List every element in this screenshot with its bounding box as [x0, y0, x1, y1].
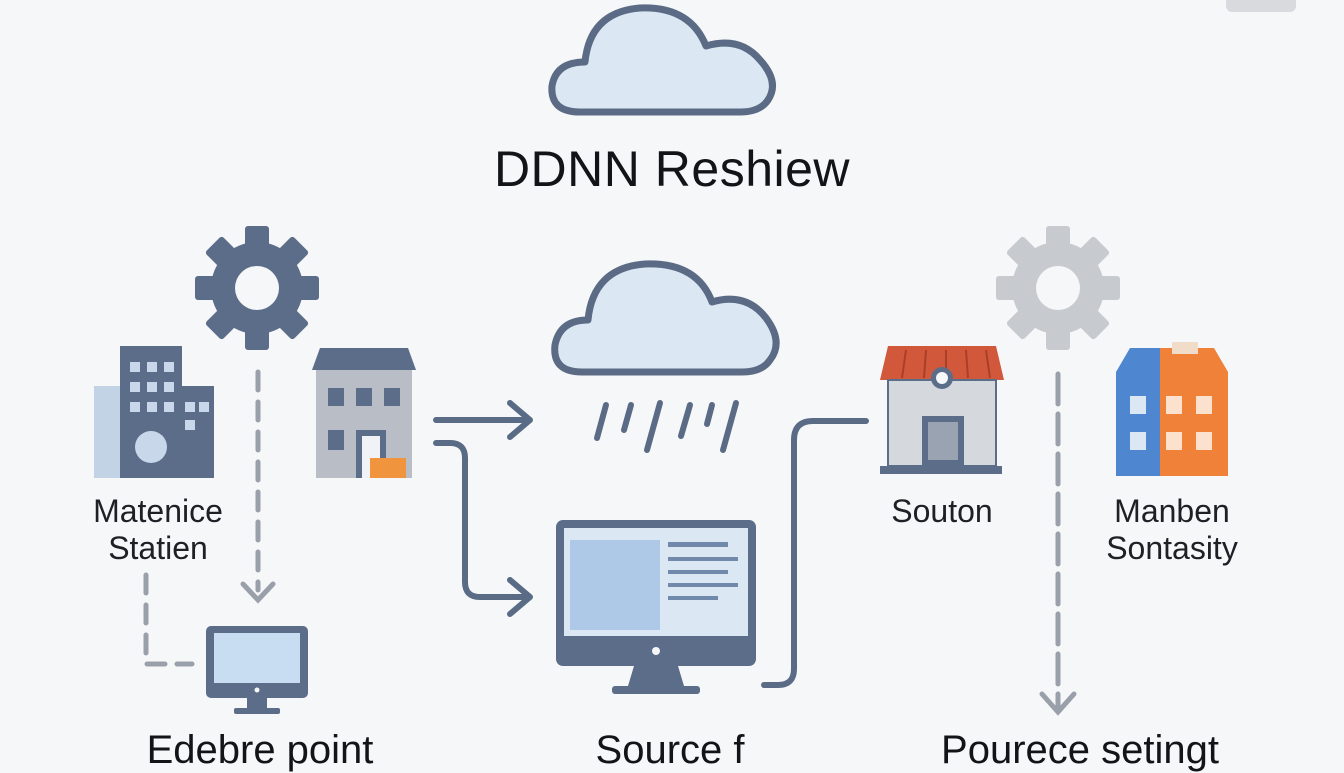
house-icon [312, 348, 416, 478]
arrow-to-monitor [433, 440, 533, 617]
store-icon [880, 346, 1004, 474]
apartment-icon [1116, 342, 1228, 476]
office-building-icon [94, 346, 214, 478]
label-maintenance-station-line1: Matenice [93, 493, 223, 529]
label-manben-sontasity-line1: Manben [1114, 493, 1230, 529]
corner-tab [1226, 0, 1296, 12]
diagram-title: DDNN Reshiew [493, 141, 851, 197]
small-monitor-icon [206, 626, 308, 714]
label-manben-sontasity-line2: Sontasity [1106, 530, 1238, 566]
label-souton-line1: Souton [891, 493, 993, 529]
rain-cloud-icon [551, 260, 780, 453]
label-maintenance-station: Matenice Statien [60, 493, 256, 567]
label-manben-sontasity: Manben Sontasity [1080, 493, 1264, 567]
dashed-connector-left [143, 369, 276, 667]
gear-icon-right [996, 226, 1120, 350]
top-cloud-icon [548, 4, 776, 116]
arrow-to-cloud [433, 400, 533, 440]
monitor-icon [556, 520, 756, 694]
connector-monitor-right [761, 418, 869, 688]
label-source: Source f [595, 728, 745, 772]
label-maintenance-station-line2: Statien [108, 530, 208, 566]
dashed-connector-right [1039, 371, 1077, 716]
label-edge-point: Edebre point [146, 728, 374, 772]
label-souton: Souton [862, 493, 1022, 530]
diagram-canvas [94, 0, 1296, 716]
gear-icon-left [195, 226, 319, 350]
label-resource-setting: Pourece setingt [941, 728, 1219, 772]
